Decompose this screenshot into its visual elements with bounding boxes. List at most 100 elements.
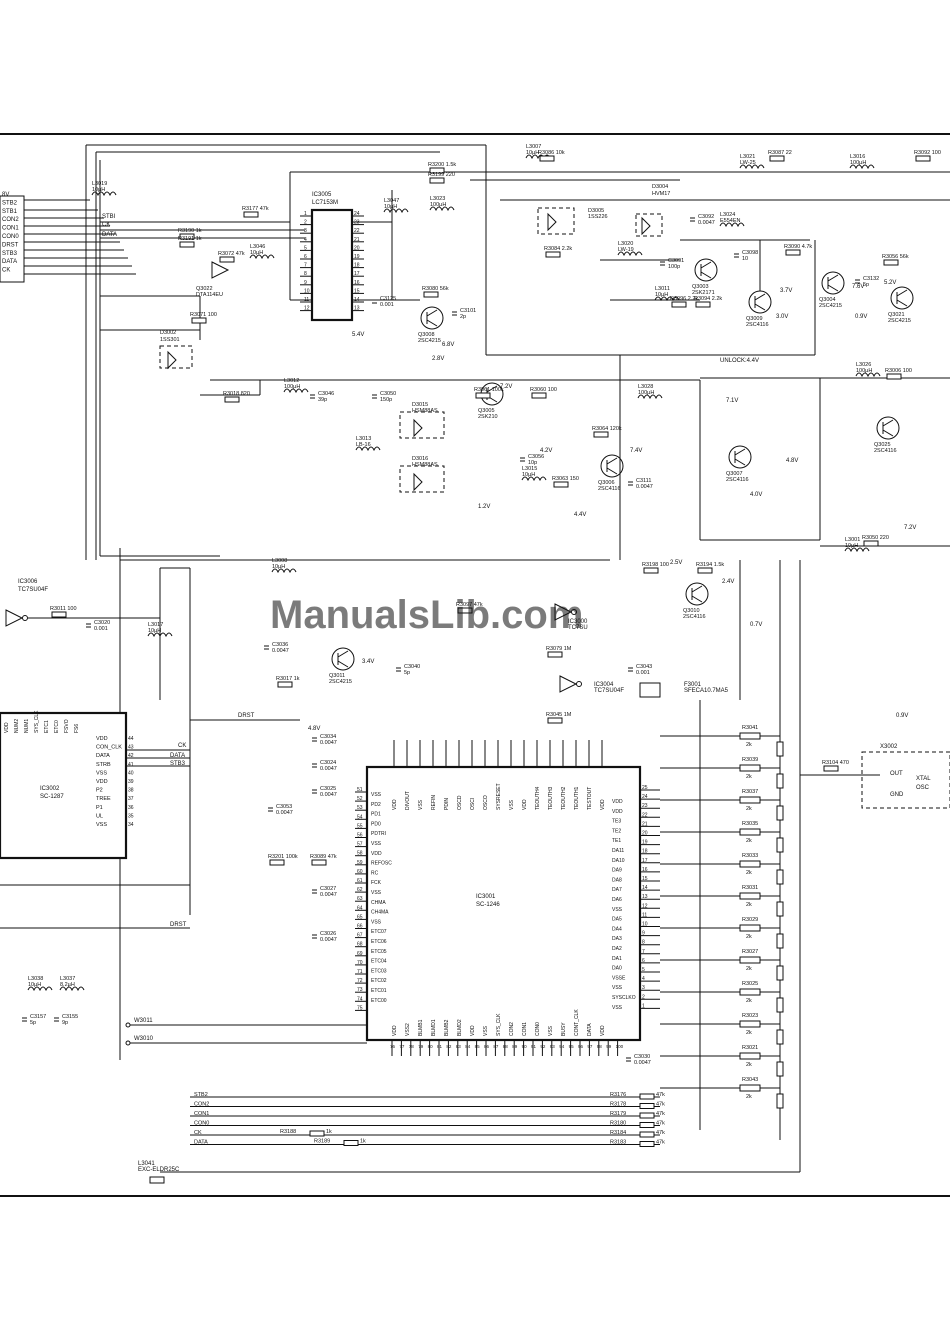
resistor-symbol	[639, 1131, 655, 1138]
resistor-label: R3006 100	[885, 368, 912, 374]
ic3002-pin-name: VDD	[96, 736, 108, 742]
transistor-symbol	[420, 306, 444, 330]
ic3001-pin-number: 86	[484, 1044, 490, 1049]
resistor-symbol	[739, 1020, 761, 1028]
svg-text:W3011: W3011	[134, 1018, 153, 1024]
inductor-value: 10µH	[148, 628, 161, 634]
ic3001-pin-name: PD0	[371, 821, 381, 827]
ic3001-pin-number: 63	[357, 896, 363, 902]
inductor-value: 8.2µH	[60, 982, 75, 988]
resistor-value: 2k	[746, 934, 752, 940]
inductor-value: LW-19	[618, 247, 634, 253]
ic3001-pin-number: 76	[390, 1044, 396, 1049]
ic3001-top-pin: REFIN	[431, 795, 437, 810]
capacitor-value: 0.001	[636, 670, 650, 676]
inductor-value: 10µH	[92, 187, 105, 193]
transistor-ref: Q3007	[726, 471, 743, 477]
transistor-emitter	[606, 467, 618, 475]
control-line-label: CON1	[194, 1111, 209, 1117]
d3015-diode	[413, 418, 423, 438]
svg-text:IC3006: IC3006	[18, 579, 38, 585]
inductor-value: 10µH	[28, 982, 41, 988]
resistor-symbol	[269, 859, 285, 866]
ic3001-pin-number: 66	[357, 924, 363, 930]
ic3001-pin-name: VDD	[612, 809, 623, 815]
inductor-ref: L3020	[618, 241, 633, 247]
transistor-collector	[882, 419, 894, 427]
ic3002-pin-name: TREE	[96, 796, 111, 802]
inductor-ref: L3019	[92, 181, 107, 187]
capacitor-value: 5p	[863, 282, 869, 288]
inductor-symbol	[849, 164, 875, 170]
svg-text:F3001: F3001	[684, 682, 702, 688]
resistor-symbol	[776, 741, 784, 757]
resistor-label: R3087 22	[768, 150, 792, 156]
transistor-part: 2SK2171	[692, 290, 715, 296]
ic3001-pin-number: 10	[642, 922, 648, 928]
capacitor-ref: C3125	[380, 296, 396, 302]
resistor-symbol	[776, 1093, 784, 1109]
resistor-symbol	[776, 901, 784, 917]
ic3001-bottom-pin: VDD	[470, 1025, 476, 1036]
resistor-label: R3056 56k	[882, 254, 909, 260]
inductor-symbol	[844, 547, 870, 553]
ic3001-bottom-pin: VSS	[483, 1025, 489, 1036]
drst-label-bottom: DRST	[170, 922, 187, 928]
ic3001-pin-number: 11	[642, 912, 647, 918]
voltage-label: 5.2V	[884, 280, 896, 286]
ic3001-pin-number: 74	[357, 996, 363, 1002]
inductor-symbol	[59, 986, 85, 992]
svg-text:W3010: W3010	[134, 1036, 154, 1042]
ic3001-pin-number: 56	[357, 833, 363, 839]
ic3002-top-pin: ETC1	[44, 720, 50, 733]
ic3001-pin-name: DA2	[612, 946, 622, 952]
resistor-label: R3097 47k	[456, 602, 483, 608]
resistor-symbol	[695, 301, 711, 308]
resistor-label: R3104 470	[822, 760, 849, 766]
transistor-collector	[426, 309, 438, 317]
ic3001-pin-name: DA0	[612, 966, 622, 972]
ic3001-pin-number: 69	[357, 951, 363, 957]
ic3001-bottom-pin: BLMB1	[418, 1019, 424, 1036]
capacitor-ref: C3155	[62, 1014, 78, 1020]
ic3001-pin-number: 78	[409, 1044, 415, 1049]
inductor-symbol	[654, 296, 680, 302]
ic3005-part: LC7153M	[312, 200, 338, 206]
ic3001-pin-name: DA10	[612, 858, 625, 864]
inductor-symbol	[249, 254, 275, 260]
transistor-part: 2SC4116	[598, 486, 621, 492]
capacitor-value: 0.0047	[698, 220, 715, 226]
inductor-value: 100µH	[284, 384, 300, 390]
ic3004: IC3004 TC7SU04F	[559, 675, 624, 694]
ic3001-pin-name: TE3	[612, 819, 621, 825]
ic3001-pin-number: 95	[569, 1044, 575, 1049]
inductor-ref: L3001	[845, 537, 860, 543]
connector-body	[0, 195, 25, 283]
ic3001-pin-number: 87	[493, 1044, 499, 1049]
transistor-ref: Q3025	[874, 442, 891, 448]
ic3001-bottom-pin: VDD	[392, 1025, 398, 1036]
ic3002-pin-number: 43	[128, 745, 134, 751]
resistor-symbol	[776, 997, 784, 1013]
inductor-ref: L3026	[856, 362, 871, 368]
ic3001-pin-number: 52	[357, 796, 363, 802]
resistor-label: R3061 100k	[474, 387, 504, 393]
resistor-symbol	[769, 155, 785, 162]
data-label-top: DATA	[102, 232, 117, 238]
ic3005-pin-number: 1	[304, 211, 307, 217]
inductor-ref: L3024	[720, 212, 735, 218]
capacitor-value: 0.0047	[320, 937, 337, 943]
ic3001-pin-number: 88	[503, 1044, 509, 1049]
resistor-symbol	[457, 607, 473, 614]
inductor-ref: L3013	[356, 436, 371, 442]
ic3001-bottom-pin: VSS	[548, 1025, 554, 1036]
ic3002-pin-name: VSS	[96, 770, 107, 776]
svg-text:D3002: D3002	[160, 330, 176, 336]
transistor-ref: Q3004	[819, 297, 836, 303]
resistor-value: 1k	[326, 1129, 332, 1135]
resistor-label: R3050 220	[862, 535, 889, 541]
ic3001-pin-number: 61	[357, 878, 363, 884]
resistor-symbol	[739, 956, 761, 964]
connector-pin-label: STB1	[2, 209, 18, 215]
voltage-label: 7.1V	[726, 398, 738, 404]
